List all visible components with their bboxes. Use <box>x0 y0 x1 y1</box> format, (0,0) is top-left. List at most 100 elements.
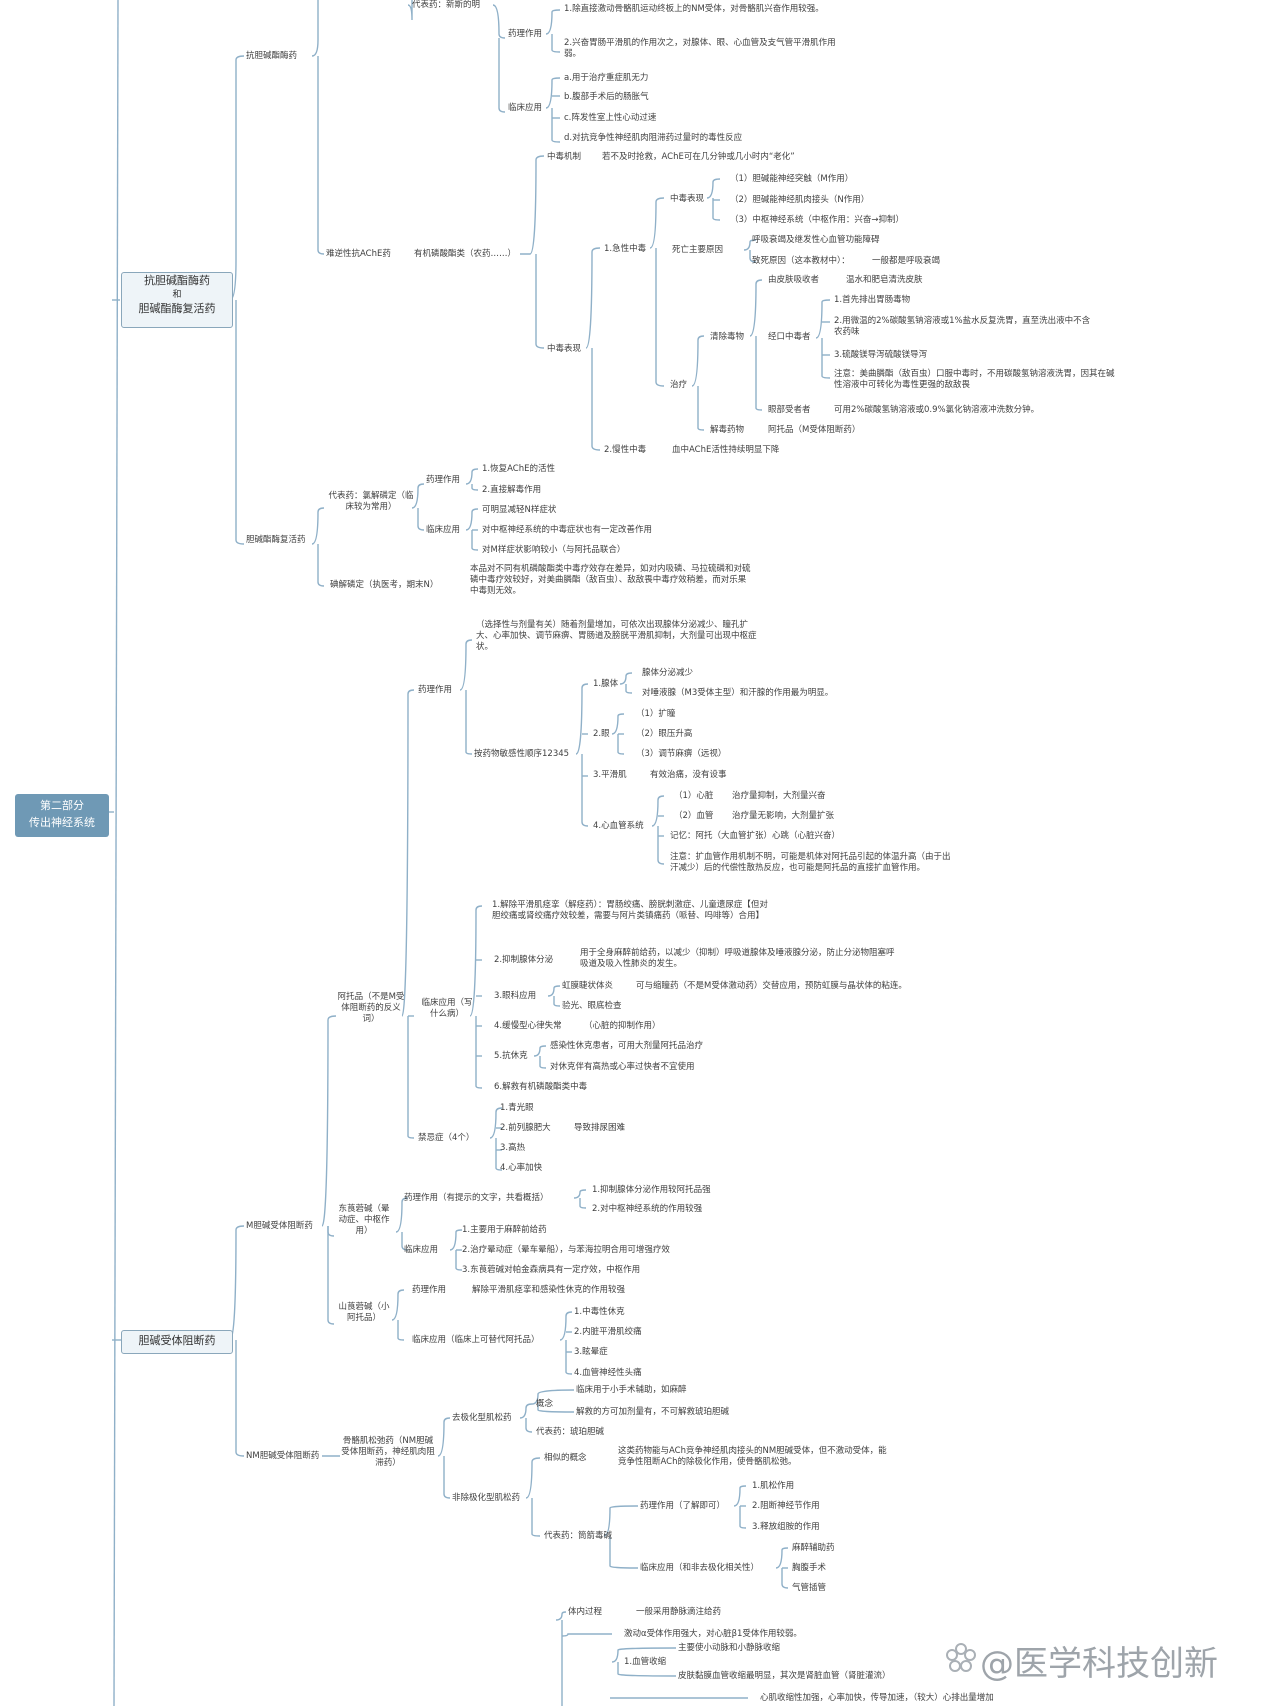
node: 2.直接解毒作用 <box>482 485 542 495</box>
node: （3）中枢神经系统（中枢作用：兴奋→抑制） <box>730 215 905 225</box>
node: 3.释放组胺的作用 <box>752 1522 820 1532</box>
node: 1.除直接激动骨骼肌运动终板上的NM受体，对骨骼肌兴奋作用较强。 <box>564 4 824 14</box>
node: 虹膜睫状体炎 <box>562 981 614 991</box>
asterisk-flower-icon <box>946 1643 976 1672</box>
section-label-line1: 抗胆碱酯酶药 <box>144 274 210 287</box>
node: 中毒表现 <box>547 344 582 354</box>
node: 4.血管神经性头痛 <box>574 1368 642 1378</box>
node: c.阵发性室上性心动过速 <box>564 113 657 123</box>
node: （1）胆碱能神经突触（M作用） <box>730 174 854 184</box>
node: 由皮肤吸收者 <box>768 275 820 285</box>
node: 2.用微温的2%碳酸氢钠溶液或1%盐水反复洗胃，直至洗出液中不含农药味 <box>834 316 1091 337</box>
node: 这类药物能与ACh竞争神经肌肉接头的NM胆碱受体，但不激动受体，能竞争性阻断AC… <box>618 1446 887 1467</box>
node: 有效治痛，没有设事 <box>650 770 727 780</box>
watermark-text: @医学科技创新 <box>980 1644 1218 1684</box>
root-label-line1: 第二部分 <box>40 799 84 812</box>
node: 温水和肥皂清洗皮肤 <box>846 275 923 285</box>
node: 1.急性中毒 <box>604 244 647 254</box>
node: 对休克伴有高热或心率过快者不宜使用 <box>550 1062 695 1072</box>
node: 骨骼肌松弛药（NM胆碱受体阻断药，神经肌肉阻滞药） <box>341 1436 435 1468</box>
section-label-line2: 和 <box>172 290 182 300</box>
node: 临床应用 <box>404 1245 439 1255</box>
node: 2.前列腺肥大 <box>500 1123 551 1133</box>
node: （2）胆碱能神经肌肉接头（N作用） <box>730 195 870 205</box>
node: 清除毒物 <box>710 332 745 342</box>
node: 注意：美曲膦酯（敌百虫）口服中毒时，不用碳酸氢钠溶液洗胃，因其在碱性溶液中可转化… <box>834 369 1115 390</box>
node: 解毒药物 <box>710 425 745 435</box>
node: 临床应用（写什么病） <box>421 998 473 1019</box>
node: 代表药：新斯的明 <box>412 0 481 10</box>
node: 可明显减轻N样症状 <box>482 505 557 515</box>
node: 激动α受体作用强大，对心脏β1受体作用较弱。 <box>624 1629 802 1639</box>
node: （选择性与剂量有关）随着剂量增加，可依次出现腺体分泌减少、瞳孔扩大、心率加快、调… <box>476 620 757 652</box>
node: 3.高热 <box>500 1143 526 1153</box>
node: 药理作用 <box>508 29 543 39</box>
root-node[interactable]: 第二部分 传出神经系统 <box>15 794 109 837</box>
node: 一般都是呼吸衰竭 <box>872 256 941 266</box>
node: 临床应用（临床上可替代阿托品） <box>412 1335 540 1345</box>
node: 药理作用 <box>426 475 461 485</box>
node: 临床用于小手术辅助，如麻醉 <box>576 1385 687 1395</box>
node: a.用于治疗重症肌无力 <box>564 73 649 83</box>
node: 药理作用 <box>418 685 453 695</box>
node: 药理作用 <box>412 1285 447 1295</box>
node: 代表药：琥珀胆碱 <box>536 1427 605 1437</box>
node: 东莨菪碱（晕动症、中枢作用） <box>338 1204 390 1236</box>
node: NM胆碱受体阻断药 <box>246 1451 320 1461</box>
node: 按药物敏感性顺序12345 <box>474 749 570 759</box>
node: 验光、眼底检查 <box>562 1001 622 1011</box>
section-cholinoceptor-blockers[interactable]: 胆碱受体阻断药 <box>121 1330 233 1354</box>
node: 2.抑制腺体分泌 <box>494 955 554 965</box>
node: 难逆性抗AChE药 <box>326 249 391 259</box>
node: （2）眼压升高 <box>636 729 693 739</box>
node: 临床应用（和非去极化相关性） <box>640 1563 760 1573</box>
node: 药理作用（了解即可） <box>640 1501 726 1511</box>
node: 1.腺体 <box>593 679 619 689</box>
node: 2.慢性中毒 <box>604 445 647 455</box>
node: 有机磷酸酯类（农药……） <box>414 249 517 259</box>
node: 1.青光眼 <box>500 1103 534 1113</box>
node: 眼部受者者 <box>768 405 811 415</box>
node: 阿托品（不是M受体阻断药的反义词） <box>337 992 405 1024</box>
node: 心肌收缩性加强，心率加快，传导加速，（较大）心排出量增加 <box>760 1693 994 1703</box>
node: 用于全身麻醉前给药，以减少（抑制）呼吸道腺体及唾液腺分泌，防止分泌物阻塞呼吸道及… <box>580 948 895 969</box>
node: （1）扩瞳 <box>636 709 676 719</box>
node: 6.解救有机磷酸酯类中毒 <box>494 1082 588 1092</box>
node: 2.对中枢神经系统的作用较强 <box>592 1204 703 1214</box>
node: b.腹部手术后的肠胀气 <box>564 92 649 102</box>
node: 麻醉辅助药 <box>792 1543 835 1553</box>
section-anticholinesterase[interactable]: 抗胆碱酯酶药 和 胆碱酯酶复活药 <box>121 272 233 328</box>
node: 碘解磷定（执医考，期末N） <box>330 580 439 590</box>
node: 药理作用（有提示的文字，共看概括） <box>404 1193 549 1203</box>
node: 3.眩晕症 <box>574 1347 608 1357</box>
section-label-line3: 胆碱酯酶复活药 <box>138 302 216 315</box>
node: 1.中毒性休克 <box>574 1307 625 1317</box>
node: 皮肤黏膜血管收缩最明显，其次是肾脏血管（肾脏灌流） <box>678 1671 891 1681</box>
node: （1）心脏 <box>674 791 714 801</box>
node: 本品对不同有机磷酸酯类中毒疗效存在差异，如对内吸磷、马拉硫磷和对硫磷中毒疗效较好… <box>470 564 751 596</box>
node: 体内过程 <box>568 1607 603 1617</box>
node: 记忆：阿托（大血管扩张）心跳（心脏兴奋） <box>670 831 841 841</box>
node: 1.恢复AChE的活性 <box>482 464 555 474</box>
node: 感染性休克患者，可用大剂量阿托品治疗 <box>550 1041 704 1051</box>
node: 胆碱酯酶复活药 <box>246 535 306 545</box>
node: 山莨菪碱（小阿托品） <box>338 1302 390 1323</box>
node: 解救的方可加剂量有，不可解救琥珀胆碱 <box>576 1407 730 1417</box>
node: 经口中毒者 <box>768 332 811 342</box>
node: 1.解除平滑肌痉挛（解痉药）：胃肠绞痛、膀胱刺激症、儿童遗尿症【但对胆绞痛或肾绞… <box>492 900 768 921</box>
node: 中毒机制 <box>547 152 582 162</box>
node: 代表药：筒箭毒碱 <box>544 1531 613 1541</box>
node: 5.抗休克 <box>494 1051 528 1061</box>
node: 2.眼 <box>593 729 610 739</box>
node: 致死原因（这本教材中）： <box>752 256 850 266</box>
node: 相似的概念 <box>544 1453 587 1463</box>
node: 治疗 <box>670 380 688 390</box>
node: 治疗量抑制，大剂量兴奋 <box>732 791 826 801</box>
node: 1.主要用于麻醉前给药 <box>462 1225 547 1235</box>
node: 阿托品（M受体阻断药） <box>768 425 861 435</box>
node: 非除极化型肌松药 <box>452 1493 521 1503</box>
node: d.对抗竞争性神经肌肉阻滞药过量时的毒性反应 <box>564 133 743 143</box>
node: 3.眼科应用 <box>494 991 537 1001</box>
node: 抗胆碱酯酶药 <box>246 51 298 61</box>
